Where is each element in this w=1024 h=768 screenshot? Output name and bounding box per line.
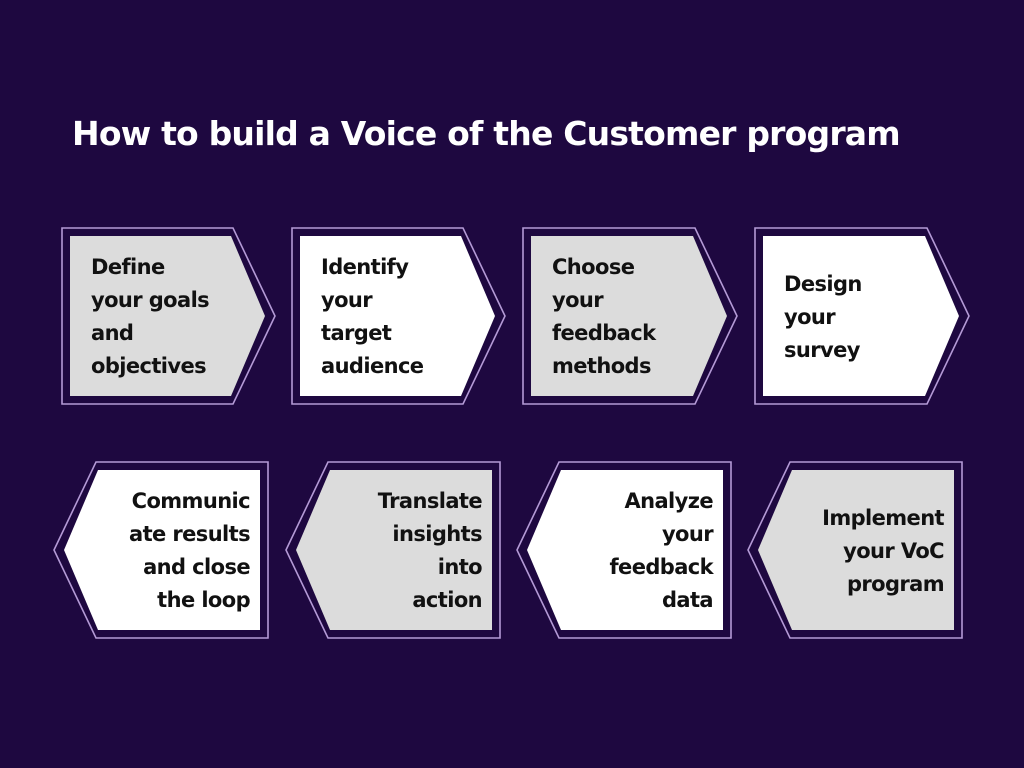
step-1-outline	[61, 227, 276, 405]
page-title: How to build a Voice of the Customer pro…	[72, 114, 901, 153]
step-5-arrow-shape	[758, 470, 954, 630]
step-1-arrow-shape	[70, 236, 265, 396]
step-5-label: Implement your VoC program	[822, 505, 944, 596]
step-7-outline	[285, 461, 501, 639]
step-3-outline	[522, 227, 738, 405]
step-2-arrow-shape	[300, 236, 495, 396]
step-8-outline	[53, 461, 269, 639]
step-8-label: Communic ate results and close the loop	[129, 489, 251, 612]
step-7-label: Translate insights into action	[377, 489, 483, 612]
step-6-outline	[516, 461, 732, 639]
step-3-arrow-shape	[531, 236, 727, 396]
step-4-arrow-shape	[763, 236, 959, 396]
step-4-label: Design your survey	[784, 271, 862, 362]
step-4-outline	[754, 227, 970, 405]
step-6-label: Analyze your feedback data	[609, 489, 714, 612]
step-6-arrow-shape	[527, 470, 723, 630]
step-3-label: Choose your feedback methods	[552, 255, 656, 378]
step-2-outline	[291, 227, 506, 405]
step-1-label: Define your goals and objectives	[91, 255, 210, 378]
step-7-arrow-shape	[296, 470, 492, 630]
step-5-outline	[747, 461, 963, 639]
step-8-arrow-shape	[64, 470, 260, 630]
step-2-label: Identify your target audience	[321, 255, 424, 378]
